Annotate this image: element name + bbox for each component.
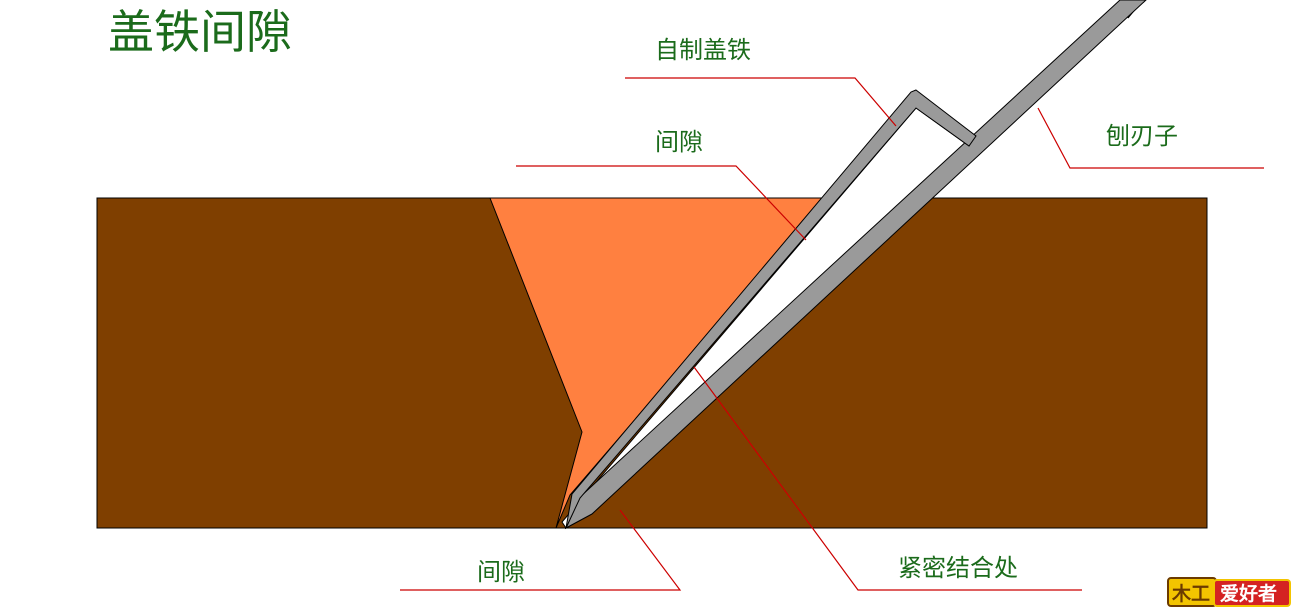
cap-iron — [565, 89, 977, 529]
label-cap-iron: 自制盖铁 — [655, 36, 751, 64]
leader-gap-upper — [516, 165, 807, 241]
site-logo: 木工 爱好者 — [1167, 577, 1291, 607]
label-tight-fit: 紧密结合处 — [898, 554, 1018, 582]
label-gap-lower: 间隙 — [477, 558, 525, 586]
leader-cap-iron — [625, 77, 897, 127]
logo-right-text: 爱好者 — [1220, 582, 1277, 605]
logo-left-text: 木工 — [1171, 582, 1210, 605]
plane-blade-body — [564, 0, 1147, 530]
label-gap-upper: 间隙 — [655, 128, 703, 156]
mouth-gap-area — [489, 197, 828, 529]
leader-blade — [1037, 107, 1264, 169]
diagram-title: 盖铁间隙 — [108, 5, 292, 59]
leader-tight-fit — [693, 366, 1082, 591]
leader-gap-lower — [400, 509, 682, 591]
label-blade: 刨刃子 — [1106, 122, 1178, 150]
